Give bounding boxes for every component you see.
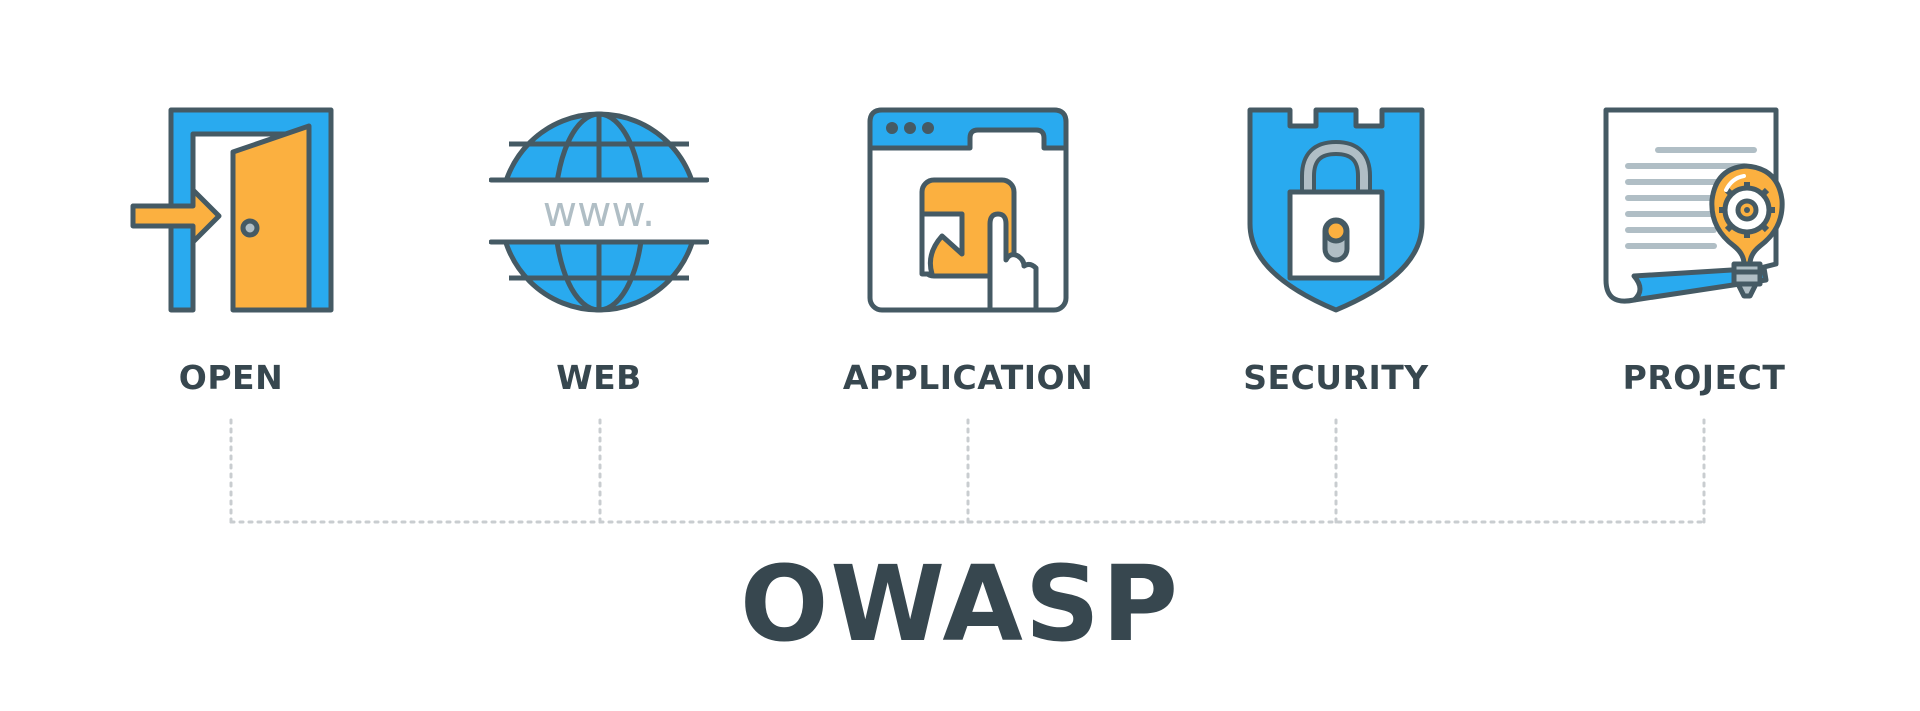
label-open: OPEN — [178, 358, 284, 397]
www-text: www. — [543, 187, 656, 236]
door-open-arrow-icon — [121, 104, 341, 320]
diagram-title: OWASP — [739, 543, 1181, 665]
label-security: SECURITY — [1243, 358, 1429, 397]
label-web: WEB — [556, 358, 642, 397]
label-application: APPLICATION — [842, 358, 1094, 397]
label-project: PROJECT — [1622, 358, 1786, 397]
browser-app-tap-icon — [858, 104, 1078, 320]
document-lightbulb-gear-icon — [1594, 104, 1814, 320]
globe-www-icon: www. — [489, 104, 709, 320]
shield-padlock-icon — [1226, 104, 1446, 320]
